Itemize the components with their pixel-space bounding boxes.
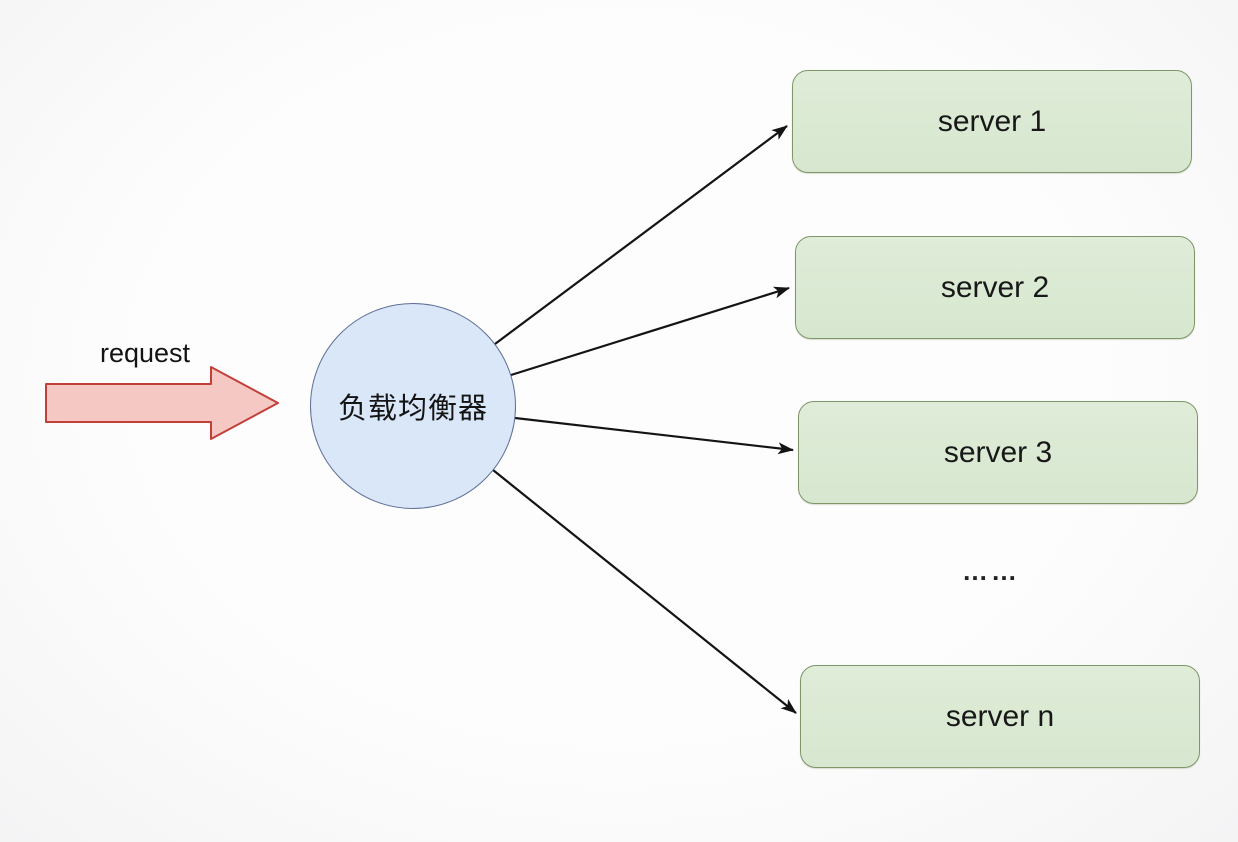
load-balancer-node: 负载均衡器 [310, 303, 516, 509]
server-label: server 3 [943, 435, 1053, 469]
request-arrow-shape [45, 366, 279, 440]
servers-ellipsis: …… [962, 556, 1020, 586]
server-label: server n [945, 699, 1055, 733]
server-node-2: server 2 [795, 236, 1195, 339]
connector-to-server-2 [510, 286, 790, 377]
server-node-3: server 3 [798, 401, 1198, 504]
connector-arrows [492, 125, 797, 714]
request-label: request [99, 338, 191, 368]
server-node-n: server n [800, 665, 1200, 768]
connector-to-server-1 [494, 125, 788, 345]
connector-to-server-n [492, 469, 797, 714]
server-label: server 1 [937, 104, 1047, 138]
server-label: server 2 [940, 270, 1050, 304]
connector-to-server-3 [514, 416, 794, 455]
load-balancer-label: 负载均衡器 [337, 393, 488, 425]
server-node-1: server 1 [792, 70, 1192, 173]
